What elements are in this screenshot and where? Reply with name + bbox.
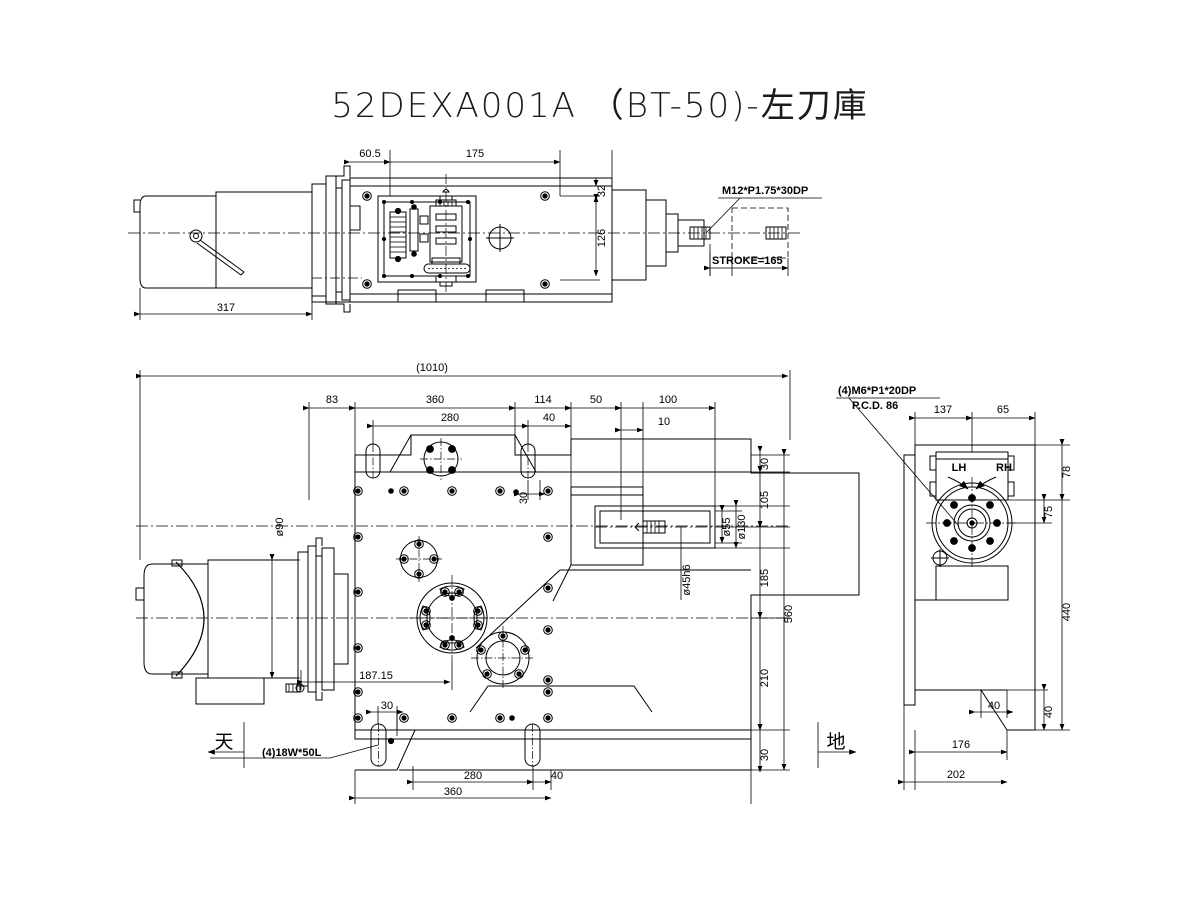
dim-50: 50 <box>590 394 602 406</box>
dim-114: 114 <box>534 394 552 406</box>
dim-360-top: 360 <box>426 394 444 406</box>
dim-126: 126 <box>596 229 608 247</box>
note-tap-m6: (4)M6*P1*20DP <box>838 385 916 397</box>
label-rh: RH <box>996 462 1012 474</box>
side-view-dimensions <box>836 397 1070 790</box>
dim-280-top: 280 <box>441 412 459 424</box>
mark-top: 天 <box>214 731 233 753</box>
note-pcd: P.C.D. 86 <box>852 400 898 412</box>
dim-30-bot: 30 <box>381 700 393 712</box>
dim-78: 78 <box>1061 466 1073 478</box>
front-view-dimension-labels: (1010) 83 360 280 40 114 50 100 10 30 ø9… <box>214 362 845 798</box>
front-view-geometry <box>135 434 860 771</box>
dim-32: 32 <box>596 185 608 197</box>
dim-40-top: 40 <box>543 412 555 424</box>
dim-30-upper: 30 <box>518 492 530 504</box>
dim-210: 210 <box>759 669 771 687</box>
dim-185: 185 <box>759 569 771 587</box>
dim-phi130: ø130 <box>736 514 748 539</box>
dim-1010: (1010) <box>416 362 448 374</box>
mark-ground: 地 <box>826 731 845 753</box>
note-thread-m12: M12*P1.75*30DP <box>722 185 808 197</box>
note-stroke: STROKE=165 <box>712 255 783 267</box>
dim-175: 175 <box>466 148 484 160</box>
page-title: 52DEXA001A （BT-50)-左刀庫 <box>331 86 869 126</box>
label-lh: LH <box>952 462 967 474</box>
side-view-dimension-labels: 137 65 78 75 440 40 40 176 202 (4)M6*P1*… <box>838 385 1073 781</box>
dim-440: 440 <box>1061 603 1073 621</box>
dim-40-vert: 40 <box>1043 706 1055 718</box>
note-keyway: (4)18W*50L <box>262 747 322 759</box>
dim-176: 176 <box>952 739 970 751</box>
dim-75: 75 <box>1043 506 1055 518</box>
top-view-dimension-labels: 60.5 175 32 126 317 M12*P1.75*30DP STROK… <box>217 148 808 314</box>
dim-phi45h6: ø45h6 <box>681 564 693 595</box>
dim-phi55: ø55 <box>721 518 733 537</box>
dim-40-horiz: 40 <box>988 700 1000 712</box>
dim-10: 10 <box>658 416 670 428</box>
dim-phi90: ø90 <box>274 518 286 537</box>
dim-202: 202 <box>947 769 965 781</box>
dim-100: 100 <box>659 394 677 406</box>
dim-40-bot: 40 <box>551 770 563 782</box>
front-view-dimensions <box>136 370 857 804</box>
dim-60-5: 60.5 <box>359 148 380 160</box>
dim-30-r2: 30 <box>759 749 771 761</box>
dim-560: 560 <box>783 605 795 623</box>
dim-65: 65 <box>997 404 1009 416</box>
dim-187-15: 187.15 <box>359 670 393 682</box>
top-view-dimensions <box>134 150 822 320</box>
dim-137: 137 <box>934 404 952 416</box>
dim-105: 105 <box>759 491 771 509</box>
dim-360-bot: 360 <box>444 786 462 798</box>
top-view-geometry <box>128 165 800 313</box>
dim-30-r1: 30 <box>759 458 771 470</box>
dim-317: 317 <box>217 302 235 314</box>
dim-280-bot: 280 <box>464 770 482 782</box>
dim-83: 83 <box>326 394 338 406</box>
side-view-geometry <box>903 444 1036 731</box>
